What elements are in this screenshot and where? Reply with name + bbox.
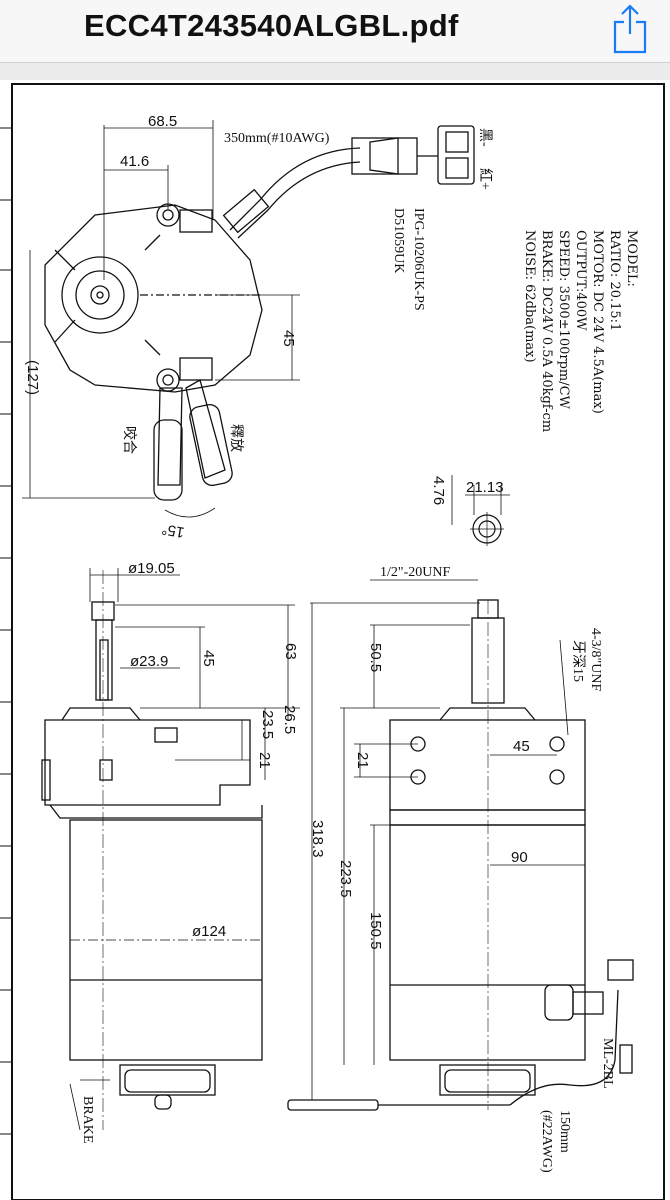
spec-block: MODEL: RATIO: 20.15:1 MOTOR: DC 24V 4.5A… (522, 230, 639, 432)
front-view (287, 579, 634, 1111)
dia-124: ø124 (192, 923, 226, 940)
pdf-page[interactable]: 68.5 41.6 350mm(#10AWG) 黑- 紅+ IPG-10206U… (0, 80, 670, 1200)
dim-21-13: 21.13 (466, 479, 504, 496)
dim-127: (127) (24, 360, 41, 395)
dia-23-9: ø23.9 (130, 653, 168, 670)
dim-4-76: 4.76 (430, 476, 447, 505)
hole-depth-label: 牙深15 (570, 640, 586, 682)
dim-45-top: 45 (280, 330, 297, 347)
lever-release-label: 釋放 (228, 424, 244, 452)
dim-41-6: 41.6 (120, 153, 149, 170)
lever-engage-label: 咬合 (121, 426, 138, 454)
part-number-1: IPG-10206UK-PS (411, 208, 426, 311)
lead-awg: (#22AWG) (539, 1110, 554, 1173)
dim-23-5: 23.5 (259, 710, 276, 739)
dim-223-5: 223.5 (337, 860, 354, 898)
dim-45-side: 45 (200, 650, 217, 667)
dim-50-5: 50.5 (367, 643, 384, 672)
share-button[interactable] (608, 2, 652, 54)
wire-black-label: 黑- (477, 128, 492, 147)
part-number-2: D51059UK (391, 208, 406, 273)
dim-45-front: 45 (513, 738, 530, 755)
pdf-viewer-header: ECC4T243540ALGBL.pdf (0, 0, 670, 62)
mount-holes-spec: 4-3/8"UNF (588, 628, 603, 691)
dim-26-5: 26.5 (281, 705, 298, 734)
spec-line-1: RATIO: 20.15:1 (607, 230, 622, 331)
wire-red-label: 紅+ (477, 168, 493, 190)
angle-15: 15° (160, 520, 185, 541)
spec-line-2: MOTOR: DC 24V 4.5A(max) (590, 230, 605, 414)
dim-63: 63 (282, 643, 299, 660)
share-icon (613, 4, 647, 54)
dim-68-5: 68.5 (148, 113, 177, 130)
page-gap (0, 63, 670, 80)
spec-line-0: MODEL: (624, 230, 639, 287)
header-divider (0, 62, 670, 63)
dim-21-side: 21 (256, 752, 273, 769)
spec-line-4: SPEED: 3500±100rpm/CW (556, 230, 571, 410)
top-view (22, 120, 475, 518)
document-title: ECC4T243540ALGBL.pdf (84, 8, 459, 43)
cable-spec: 350mm(#10AWG) (224, 131, 330, 146)
thread-spec: 1/2"-20UNF (380, 565, 450, 580)
lead-length: 150mm (557, 1110, 572, 1153)
dim-318-3: 318.3 (309, 820, 326, 858)
side-view (41, 568, 300, 1131)
dim-21-front: 21 (354, 752, 371, 769)
technical-drawing: 68.5 41.6 350mm(#10AWG) 黑- 紅+ IPG-10206U… (0, 83, 665, 1200)
dim-150-5: 150.5 (367, 912, 384, 950)
dia-19-05: ø19.05 (128, 560, 175, 577)
spec-line-6: NOISE: 62dba(max) (522, 230, 537, 363)
connector-label: ML-2BL (600, 1038, 615, 1089)
dim-90: 90 (511, 849, 528, 866)
spec-line-5: BRAKE: DC24V 0.5A 40kgf-cm (539, 230, 554, 432)
brake-label: BRAKE (80, 1096, 95, 1143)
shaft-detail (451, 475, 510, 546)
spec-line-3: OUTPUT:400W (573, 230, 588, 331)
